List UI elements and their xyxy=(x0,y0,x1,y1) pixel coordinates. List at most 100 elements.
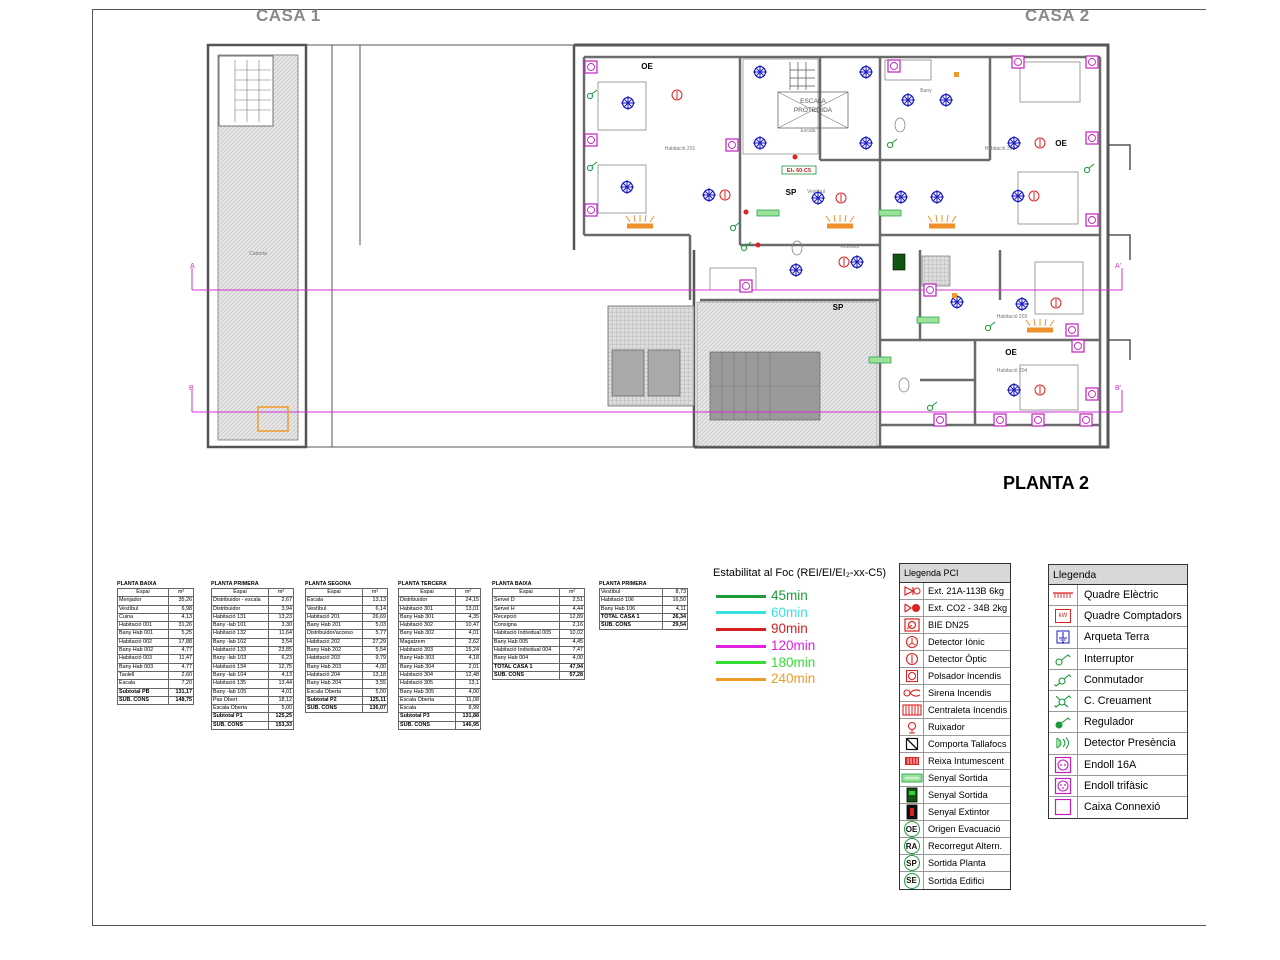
switch-icon xyxy=(1049,648,1078,669)
legend-item-label: Sirena Incendis xyxy=(928,688,992,698)
fire-legend-item: 90min xyxy=(713,621,886,638)
legend-item: Centraleta Incendis xyxy=(900,702,1010,719)
sp-exit-label-upper: SP xyxy=(786,188,797,197)
legend-item: Polsador Incendis xyxy=(900,668,1010,685)
legend-item: Detector Iònic xyxy=(900,634,1010,651)
sp-exit-icon: SP xyxy=(900,855,924,871)
fire-rating-line-icon xyxy=(716,661,766,665)
exit-sign-icon xyxy=(900,770,924,786)
legend-item: Arqueta Terra xyxy=(1049,627,1187,649)
legend-item-label: Interruptor xyxy=(1084,652,1134,665)
fire-legend-title: Estabilitat al Foc (REI/EI/EI₂-xx-C5) xyxy=(713,567,886,579)
fire-damper-icon xyxy=(900,736,924,752)
ionic-detector-icon xyxy=(900,634,924,650)
legend-item-label: Centraleta Incendis xyxy=(928,705,1008,715)
legend-item: Interruptor xyxy=(1049,648,1187,670)
legend-item-label: Caixa Connexió xyxy=(1084,801,1161,814)
fire-rating-label: 240min xyxy=(771,671,816,687)
col-header: m² xyxy=(455,587,481,598)
optical-detector-icon xyxy=(900,651,924,667)
meter-panel-icon: kW xyxy=(1049,606,1078,627)
legend-item: Regulador xyxy=(1049,712,1187,734)
fire-rating-line-icon xyxy=(716,611,766,615)
fire-rating-label: 120min xyxy=(771,638,816,654)
legend-item-label: Quadre Comptadors xyxy=(1084,610,1182,623)
col-header: m² xyxy=(362,587,388,598)
fire-rating-line-icon xyxy=(716,644,766,648)
dimmer-icon xyxy=(1049,712,1078,733)
legend-item: Sirena Incendis xyxy=(900,685,1010,702)
fire-legend-item: 240min xyxy=(713,671,886,688)
legend-item: Endoll 16A xyxy=(1049,754,1187,776)
area-table-title: PLANTA TERCERA xyxy=(398,581,447,587)
escala-protegida-label-2: PROTEGIDA xyxy=(794,107,833,114)
col-header: Espai xyxy=(117,587,169,598)
col-header: m² xyxy=(559,587,585,598)
legend-item-label: C. Creuament xyxy=(1084,695,1152,708)
fire-legend-item: 60min xyxy=(713,605,886,622)
legend-item: Quadre Elèctric xyxy=(1049,585,1187,607)
legend-item: kW Quadre Comptadors xyxy=(1049,606,1187,628)
fire-rating-label: 60min xyxy=(771,604,808,620)
sp-exit-label-lower: SP xyxy=(833,303,844,312)
socket-3phase-icon xyxy=(1049,775,1078,796)
legend-item-label: Regulador xyxy=(1084,716,1134,729)
meter-code-badge: kW xyxy=(1055,609,1071,624)
legend-item: Caixa Connexió xyxy=(1049,796,1187,819)
ei60-fire-door-label: EI₂ 60-C5 xyxy=(787,168,811,174)
legend-item-label: Detector Iònic xyxy=(928,637,985,647)
oe-origin-icon: OE xyxy=(900,821,924,837)
evacuation-code-badge: RA xyxy=(903,838,920,854)
coberta-label: Coberta xyxy=(249,251,267,257)
extinguisher-sign-icon xyxy=(900,804,924,820)
legend-item: C. Creuament xyxy=(1049,690,1187,713)
legend-item-label: Quadre Elèctric xyxy=(1084,589,1159,602)
legend-item-label: Reixa Intumescent xyxy=(928,756,1005,766)
legend-item-label: Senyal Sortida xyxy=(928,773,988,783)
oe-origin-label-mid: OE xyxy=(1005,348,1017,357)
presence-detector-icon xyxy=(1049,733,1078,754)
legend-item: Conmutador xyxy=(1049,669,1187,691)
legend-item: Comporta Tallafocs xyxy=(900,736,1010,753)
fire-rating-line-icon xyxy=(716,677,766,681)
electrical-panel-icon xyxy=(1049,585,1078,606)
area-table-title: PLANTA SEGONA xyxy=(305,581,352,587)
legend-item-label: Endoll 16A xyxy=(1084,758,1137,771)
se-exit-icon: SE xyxy=(900,872,924,889)
legend-item: Senyal Extintor xyxy=(900,804,1010,821)
legend-item: Reixa Intumescent xyxy=(900,753,1010,770)
